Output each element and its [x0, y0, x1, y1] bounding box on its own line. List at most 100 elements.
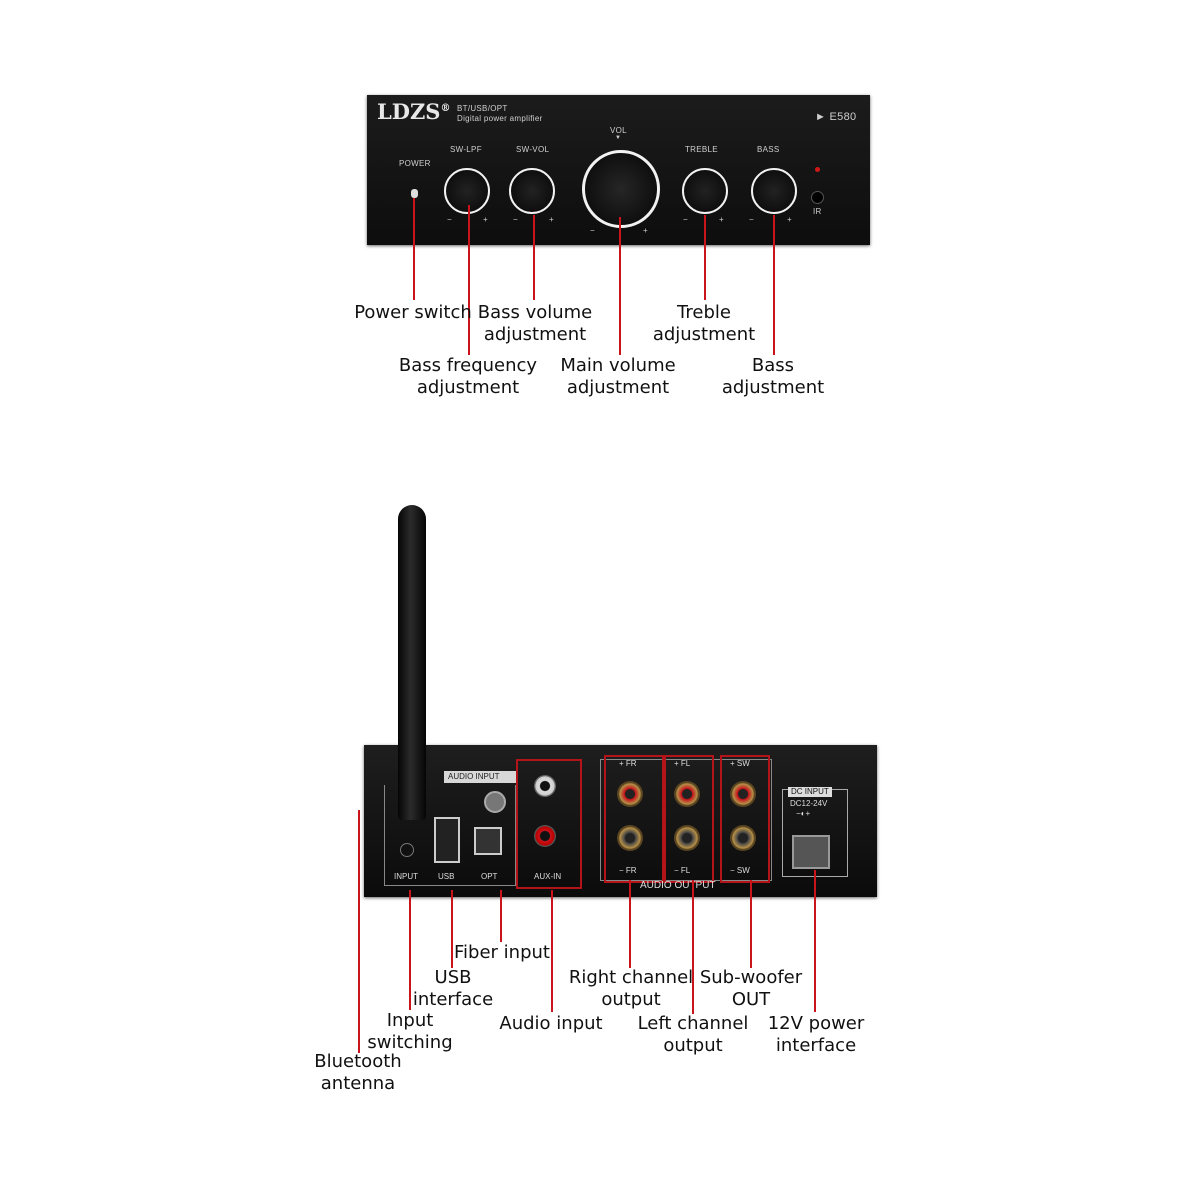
- brand-logo: LDZS®: [377, 99, 450, 124]
- optical-port[interactable]: [474, 827, 502, 855]
- model-label: ► E580: [815, 111, 857, 123]
- callout-line-power: [413, 198, 415, 300]
- callout-line-fiber: [500, 890, 502, 942]
- sw-minus-label: − SW: [730, 866, 750, 875]
- input-label: INPUT: [394, 872, 418, 881]
- treble-minus: −: [683, 215, 688, 224]
- sw-plus-terminal[interactable]: [730, 781, 756, 807]
- bass-minus: −: [749, 215, 754, 224]
- fl-terminal-outline: [664, 755, 714, 883]
- aux-in-label: AUX-IN: [534, 872, 562, 881]
- dc-input-label: DC INPUT: [791, 787, 829, 796]
- audio-input-label-box: [444, 771, 516, 783]
- brand-mark: ®: [440, 103, 451, 114]
- sw-minus-terminal[interactable]: [730, 825, 756, 851]
- fl-plus-terminal[interactable]: [674, 781, 700, 807]
- front-panel: LDZS® BT/USB/OPT Digital power amplifier…: [367, 95, 870, 245]
- dc-input-label-box: [788, 787, 832, 797]
- dc-range-label: DC12-24V: [790, 799, 828, 808]
- callout-line-main-volume: [619, 217, 621, 355]
- vol-minus: −: [590, 226, 595, 235]
- status-led: [815, 167, 820, 172]
- audio-output-outline: [600, 759, 772, 881]
- audio-input-label: AUDIO INPUT: [448, 772, 500, 781]
- sw-lpf-minus: −: [447, 215, 452, 224]
- sw-plus-label: + SW: [730, 759, 750, 768]
- main-volume-knob[interactable]: [582, 150, 660, 228]
- power-label: POWER: [399, 159, 431, 168]
- aux-in-outline: [516, 759, 582, 889]
- fr-minus-terminal[interactable]: [617, 825, 643, 851]
- bass-knob[interactable]: [751, 168, 797, 214]
- opt-label: OPT: [481, 872, 498, 881]
- sw-terminal-outline: [720, 755, 770, 883]
- rca-aux-white[interactable]: [534, 775, 556, 797]
- sw-lpf-knob[interactable]: [444, 168, 490, 214]
- callout-line-power-interface: [814, 870, 816, 1012]
- callout-line-bluetooth: [358, 810, 360, 1053]
- sw-vol-label: SW-VOL: [516, 145, 550, 154]
- callout-line-sub-woofer: [750, 880, 752, 968]
- callout-line-treble: [704, 215, 706, 300]
- callout-line-audio-input: [551, 890, 553, 1012]
- vol-plus: +: [643, 226, 648, 235]
- vol-mark: ▼: [615, 135, 622, 141]
- callout-line-bass-frequency: [468, 205, 470, 355]
- subtitle-2: Digital power amplifier: [457, 114, 543, 123]
- fr-plus-label: + FR: [619, 759, 637, 768]
- sw-lpf-label: SW-LPF: [450, 145, 482, 154]
- input-section-outline: [384, 785, 516, 886]
- dc-power-jack[interactable]: [792, 835, 830, 869]
- treble-label: TREBLE: [685, 145, 718, 154]
- dc-polarity-label: −◐+: [796, 809, 811, 818]
- callout-fiber-input: Fiber input: [454, 942, 550, 963]
- sw-lpf-plus: +: [483, 215, 488, 224]
- sw-vol-plus: +: [549, 215, 554, 224]
- fr-minus-label: − FR: [619, 866, 637, 875]
- treble-knob[interactable]: [682, 168, 728, 214]
- callout-line-left-channel: [692, 880, 694, 1014]
- vol-label: VOL: [610, 126, 627, 135]
- callout-power-switch: Power switch: [354, 302, 472, 323]
- rear-panel: AUDIO INPUT INPUT USB OPT AUX-IN + FR + …: [364, 745, 877, 897]
- callout-line-input-switching: [409, 890, 411, 1010]
- aux-jack-3-5mm[interactable]: [484, 791, 506, 813]
- fl-plus-label: + FL: [674, 759, 691, 768]
- fr-terminal-outline: [604, 755, 664, 883]
- callout-audio-input: Audio input: [499, 1013, 603, 1034]
- callout-line-usb: [451, 890, 453, 968]
- ir-sensor: [811, 191, 824, 204]
- callout-line-right-channel: [629, 880, 631, 968]
- fl-minus-label: − FL: [674, 866, 691, 875]
- bass-label: BASS: [757, 145, 780, 154]
- callout-line-bass: [773, 215, 775, 355]
- sw-vol-knob[interactable]: [509, 168, 555, 214]
- audio-output-label: AUDIO OUTPUT: [640, 880, 716, 891]
- input-switch-button[interactable]: [400, 843, 414, 857]
- treble-plus: +: [719, 215, 724, 224]
- fr-plus-terminal[interactable]: [617, 781, 643, 807]
- usb-port[interactable]: [434, 817, 460, 863]
- subtitle-1: BT/USB/OPT: [457, 104, 508, 113]
- bluetooth-antenna: [398, 505, 426, 820]
- brand-text: LDZS: [377, 99, 441, 124]
- rca-aux-red[interactable]: [534, 825, 556, 847]
- power-switch[interactable]: [411, 189, 418, 198]
- usb-label: USB: [438, 872, 455, 881]
- bass-plus: +: [787, 215, 792, 224]
- callout-line-bass-volume: [533, 215, 535, 300]
- fl-minus-terminal[interactable]: [674, 825, 700, 851]
- ir-label: IR: [813, 207, 822, 216]
